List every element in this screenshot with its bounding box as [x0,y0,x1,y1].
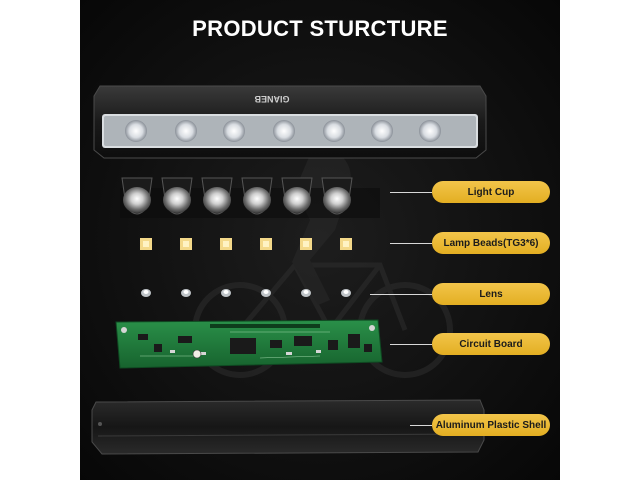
left-margin [0,0,80,480]
light-cup [201,177,233,215]
light-cup-row [120,177,380,218]
lamp-bead [220,238,232,250]
light-cup [281,177,313,215]
light-cup [161,177,193,215]
leader-line-shell [410,425,432,426]
leader-line-circuit-board [390,344,432,345]
lens [181,289,191,297]
lamp-bead [260,238,272,250]
callout-aluminum-shell: Aluminum Plastic Shell [432,414,550,436]
lamp-bead [140,238,152,250]
lens [261,289,271,297]
housing-brand-text: GIANEB [254,94,290,104]
lamp-bead [340,238,352,250]
aluminum-shell [91,399,485,455]
lens-row [141,289,351,297]
callout-lamp-beads: Lamp Beads(TG3*6) [432,232,550,254]
callout-lens: Lens [432,283,550,305]
circuit-board [115,319,383,369]
light-cup [121,177,153,215]
callout-circuit-board: Circuit Board [432,333,550,355]
light-cup [321,177,353,215]
lamp-bead-row [140,238,352,250]
headlight-housing: GIANEB [93,85,487,159]
page-title: PRODUCT STURCTURE [192,16,448,41]
housing-led-row [125,120,441,142]
lens [301,289,311,297]
lamp-bead [180,238,192,250]
product-structure-diagram: PRODUCT STURCTURE [80,0,560,480]
lamp-bead [300,238,312,250]
lens [341,289,351,297]
leader-line-lens [370,294,432,295]
leader-line-lamp-beads [390,243,432,244]
light-cup [241,177,273,215]
callout-light-cup: Light Cup [432,181,550,203]
exploded-view: GIANEB [91,85,487,455]
leader-line-light-cup [390,192,432,193]
lens [141,289,151,297]
right-margin [560,0,640,480]
lens [221,289,231,297]
